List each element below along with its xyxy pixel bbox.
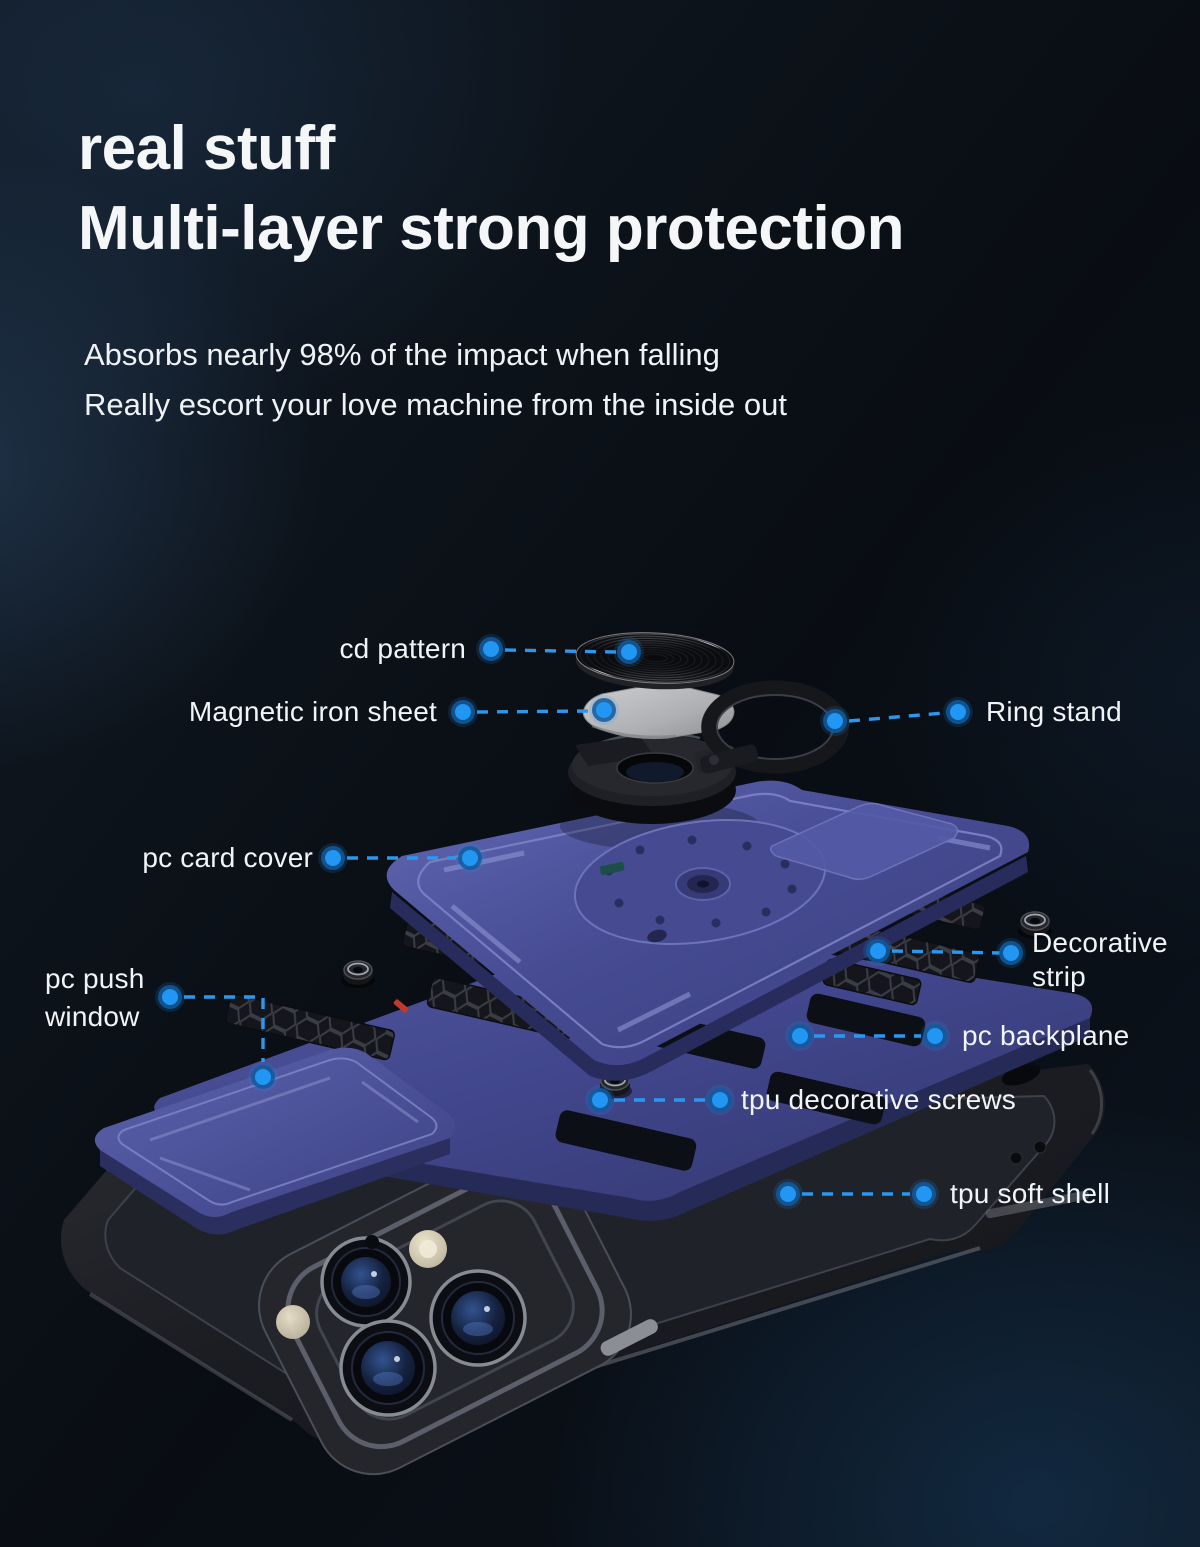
shell-side-button bbox=[600, 1319, 658, 1356]
title-line-2: Multi-layer strong protection bbox=[78, 194, 904, 263]
connector-decorative-strip bbox=[891, 949, 1001, 955]
label-tpu-soft-shell: tpu soft shell bbox=[950, 1178, 1110, 1209]
magnetic-iron-sheet bbox=[582, 685, 735, 739]
label-pc-card-cover: pc card cover bbox=[142, 842, 313, 873]
plate-teal-accent bbox=[599, 861, 625, 876]
pc-push-window bbox=[94, 1047, 456, 1235]
backplane-hole bbox=[316, 976, 342, 992]
camera-lens bbox=[339, 1319, 437, 1417]
plate-notch bbox=[647, 929, 667, 943]
title-line-1: real stuff bbox=[78, 114, 335, 183]
shell-edge-highlight bbox=[985, 1190, 1090, 1219]
connector-ring-stand bbox=[848, 711, 945, 723]
label-ring-stand: Ring stand bbox=[986, 696, 1122, 727]
recess-boss-hole bbox=[697, 880, 709, 888]
label-pc-push-window: pc push window bbox=[45, 963, 145, 1032]
recess-screw-holes bbox=[604, 835, 797, 928]
label-decorative-strip: Decorative strip bbox=[1032, 927, 1168, 992]
callout-dots bbox=[155, 634, 1026, 1209]
plate-raised-pad bbox=[769, 802, 959, 880]
label-pc-backplane: pc backplane bbox=[962, 1020, 1130, 1051]
connector-pc-push-window bbox=[184, 995, 265, 1062]
decorative-screw bbox=[1018, 911, 1052, 939]
shell-mic-hole bbox=[1033, 1140, 1047, 1154]
camera-sensor bbox=[276, 1305, 310, 1339]
decorative-screw bbox=[341, 960, 375, 988]
camera-flash-core bbox=[419, 1240, 437, 1258]
shell-mic-hole bbox=[1009, 1151, 1023, 1165]
connector-magnetic-iron-sheet bbox=[476, 709, 591, 714]
label-tpu-decorative-screws: tpu decorative screws bbox=[741, 1084, 1016, 1115]
callout-connectors bbox=[184, 648, 1001, 1196]
subtitle-line-2: Really escort your love machine from the… bbox=[84, 387, 787, 422]
label-cd-pattern: cd pattern bbox=[339, 633, 466, 664]
camera-lens bbox=[429, 1269, 527, 1367]
subtitle-line-1: Absorbs nearly 98% of the impact when fa… bbox=[84, 337, 720, 372]
backplane-red-accent bbox=[393, 999, 409, 1013]
label-magnetic-iron-sheet: Magnetic iron sheet bbox=[188, 696, 437, 727]
camera-mic-dot bbox=[365, 1235, 379, 1249]
camera-lens bbox=[320, 1236, 412, 1328]
